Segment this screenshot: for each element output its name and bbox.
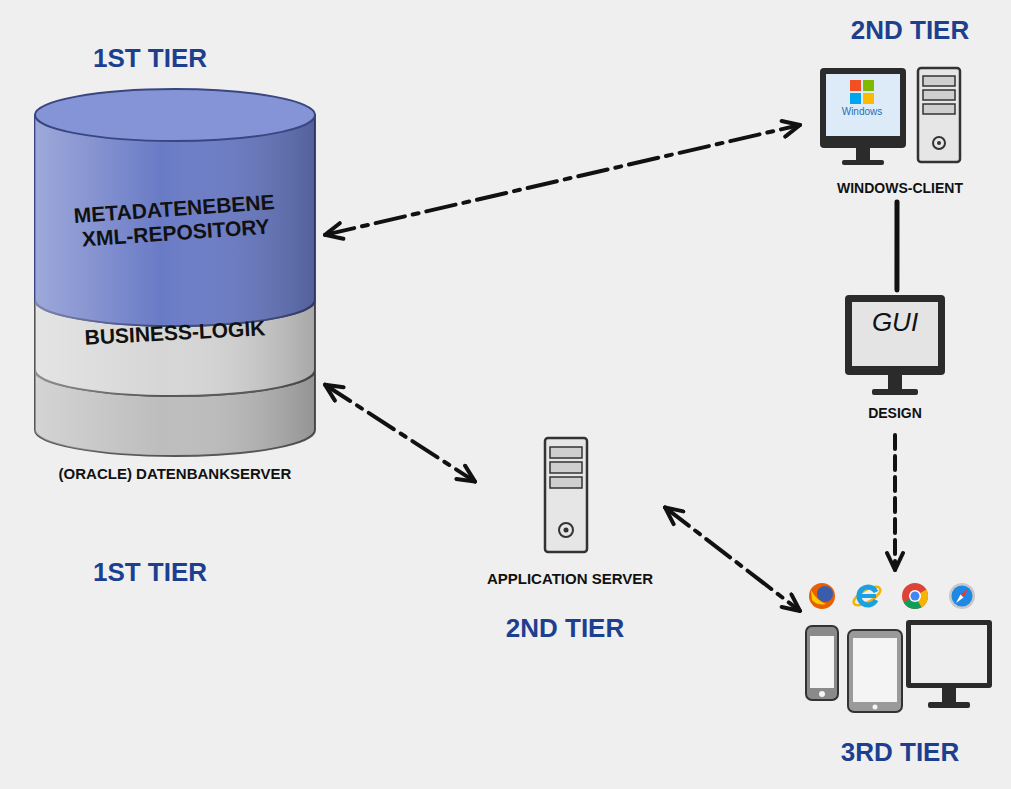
safari-icon [949,583,975,609]
connector-arrow [665,507,800,611]
gui-monitor-icon [845,295,945,395]
client-devices: 3RD TIER [800,570,1000,775]
server-label: APPLICATION SERVER [487,570,653,587]
connector-arrow [325,385,475,482]
server-label: (ORACLE) DATENBANKSERVER [59,465,292,482]
gui-design: GUI DESIGN [820,290,970,435]
screen-text: Windows [842,106,883,118]
screen-text: GUI [872,308,918,338]
cylinder-top [35,89,315,141]
application-server: APPLICATION SERVER [475,430,665,602]
connector-arrow [325,125,800,235]
windows-client: WindowsWINDOWS-CLIENT [800,62,1000,202]
tier-label: 3RD TIER [841,738,959,768]
client-label: WINDOWS-CLIENT [837,180,963,196]
tablet-icon [848,630,902,712]
connector-arrow [894,202,899,290]
design-label: DESIGN [868,405,922,421]
database-cylinder: METADATENEBENE XML-REPOSITORYBUSINESS-LO… [25,85,325,490]
server-tower-icon [545,438,587,552]
desktop-monitor-icon [906,620,992,708]
firefox-icon [809,583,835,609]
ie-icon [851,583,883,608]
windows-monitor-icon [820,68,906,165]
phone-icon [806,626,838,700]
tier-label: 1ST TIER [93,557,207,588]
tier-label: 1ST TIER [93,43,207,74]
database-cylinder-shape [25,85,325,490]
connector-arrow [893,435,897,570]
tier-label: 2ND TIER [506,613,624,644]
client-tower-icon [918,68,960,162]
tier-label: 2ND TIER [851,15,969,46]
chrome-icon [902,583,928,609]
cylinder-shading [35,115,315,456]
